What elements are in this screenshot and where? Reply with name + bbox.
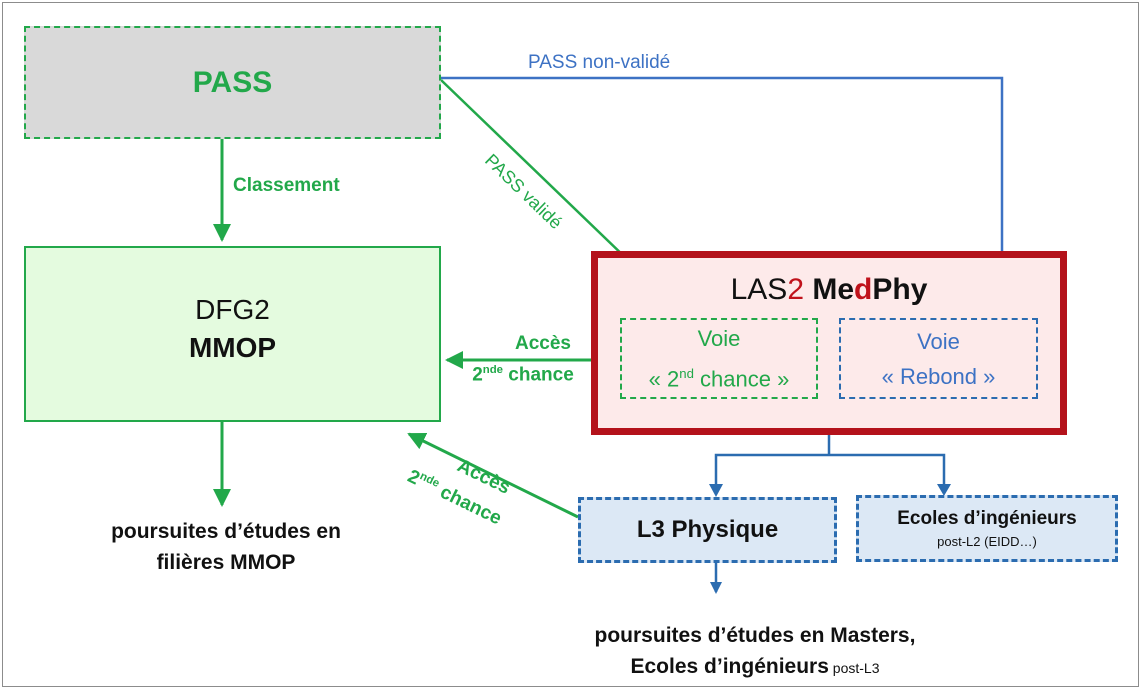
ecoles-ingenieurs-box: Ecoles d’ingénieurs post-L2 (EIDD…) — [856, 495, 1118, 562]
voie-rebond-label: Voie — [917, 328, 960, 354]
l3-branch-head — [709, 484, 723, 497]
las2-medphy-box: LAS2 MedPhy — [591, 251, 1067, 435]
mmop-outcome-text: poursuites d’études en filières MMOP — [111, 520, 341, 574]
voie-2nde-chance-box: Voie « 2nd chance » — [620, 318, 818, 399]
acces-2nde-chance-label-1: Accès 2nde chance — [472, 333, 574, 386]
voie-2nde-name: « 2nd chance » — [648, 365, 790, 392]
las2-title: LAS2 MedPhy — [730, 273, 928, 306]
pass-non-valide-arrow — [441, 76, 1008, 314]
voie-rebond-box: Voie « Rebond » — [839, 318, 1038, 399]
pass-label: PASS — [192, 65, 273, 99]
voie-2nde-label: Voie — [697, 325, 741, 351]
dfg2-mmop-box: DFG2 MMOP — [24, 246, 441, 422]
l3-label: L3 Physique — [636, 516, 779, 543]
dfg2-label: DFG2 — [195, 294, 270, 325]
l3-outcome-text: poursuites d’études en Masters, Ecoles d… — [594, 624, 916, 678]
ecoles-sublabel: post-L2 (EIDD…) — [937, 534, 1037, 549]
l3-branch-arrow — [714, 453, 946, 490]
classement-label: Classement — [233, 175, 340, 196]
l3-physique-box: L3 Physique — [578, 497, 837, 563]
acces-2nde-chance-arrow-2 — [407, 432, 579, 519]
voie-rebond-name: « Rebond » — [881, 363, 996, 389]
mmop-label: MMOP — [188, 332, 277, 363]
pass-box: PASS — [24, 26, 441, 139]
ecoles-label: Ecoles d’ingénieurs — [897, 508, 1077, 529]
ecoles-branch-head — [937, 484, 951, 496]
pass-non-valide-label: PASS non-validé — [528, 52, 671, 73]
